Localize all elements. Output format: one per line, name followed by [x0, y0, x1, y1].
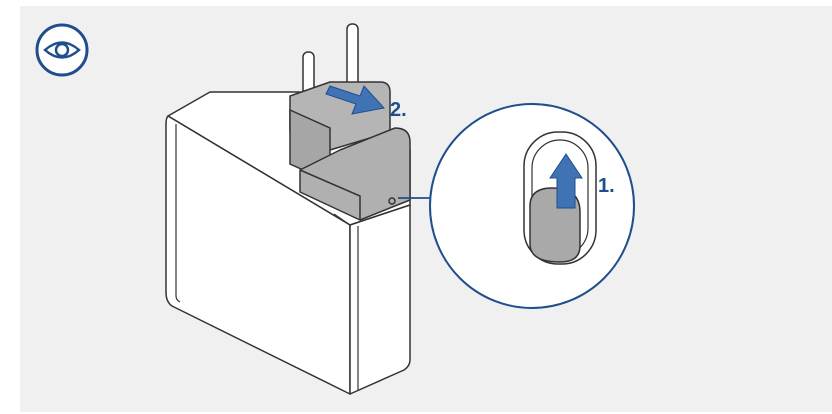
plug-adapter	[289, 23, 411, 221]
eye-icon	[35, 23, 89, 77]
step-1-label: 1.	[598, 175, 615, 197]
step-2-label: 2.	[390, 99, 407, 121]
push-up-arrow	[549, 153, 583, 209]
illustration-background	[20, 6, 832, 412]
detail-magnifier	[429, 103, 635, 309]
slide-out-arrow	[325, 85, 385, 115]
